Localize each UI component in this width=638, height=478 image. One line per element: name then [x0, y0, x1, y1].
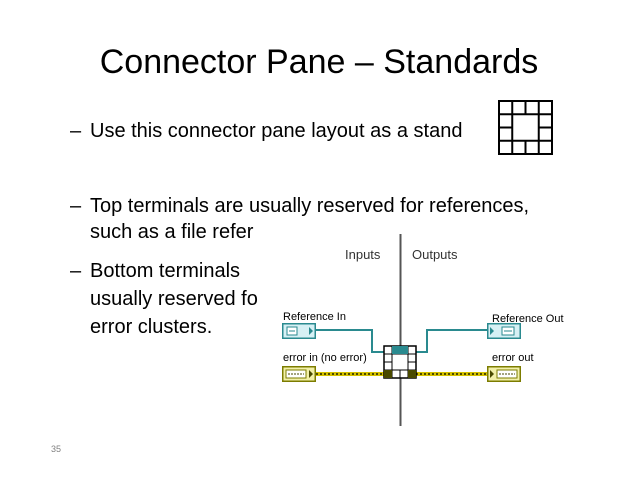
bullet-dash: – [70, 120, 82, 142]
bullet-dash: – [70, 195, 82, 217]
error-in-label: error in (no error) [283, 352, 367, 364]
reference-in-terminal-icon [282, 323, 316, 339]
reference-in-label: Reference In [283, 311, 346, 323]
bullet-2-line-1: Top terminals are usually reserved for r… [90, 195, 530, 217]
bullet-2-line-2: such as a file refer [90, 221, 254, 243]
error-out-label: error out [492, 352, 534, 364]
bullet-3-line-1: Bottom terminals [90, 260, 241, 282]
bullet-1-line-1: Use this connector pane layout as a stan… [90, 120, 463, 142]
diagram-wires [316, 234, 487, 426]
error-out-terminal-icon [487, 366, 521, 382]
inputs-header: Inputs [345, 247, 381, 262]
bullet-dash: – [70, 260, 82, 282]
connector-pane-pattern-icon [498, 100, 553, 155]
error-in-terminal-icon [282, 366, 316, 382]
bullet-3-line-3: error clusters. [90, 316, 213, 338]
page-number: 35 [51, 444, 62, 454]
connector-wiring-diagram: Inputs Outputs Reference In Reference Ou… [275, 232, 595, 428]
reference-out-label: Reference Out [492, 313, 564, 325]
reference-out-terminal-icon [487, 323, 521, 339]
bullet-3-line-2: usually reserved fo [90, 288, 258, 310]
outputs-header: Outputs [412, 247, 458, 262]
mini-connector-pane-icon [383, 345, 417, 379]
slide-title: Connector Pane – Standards [99, 43, 539, 81]
